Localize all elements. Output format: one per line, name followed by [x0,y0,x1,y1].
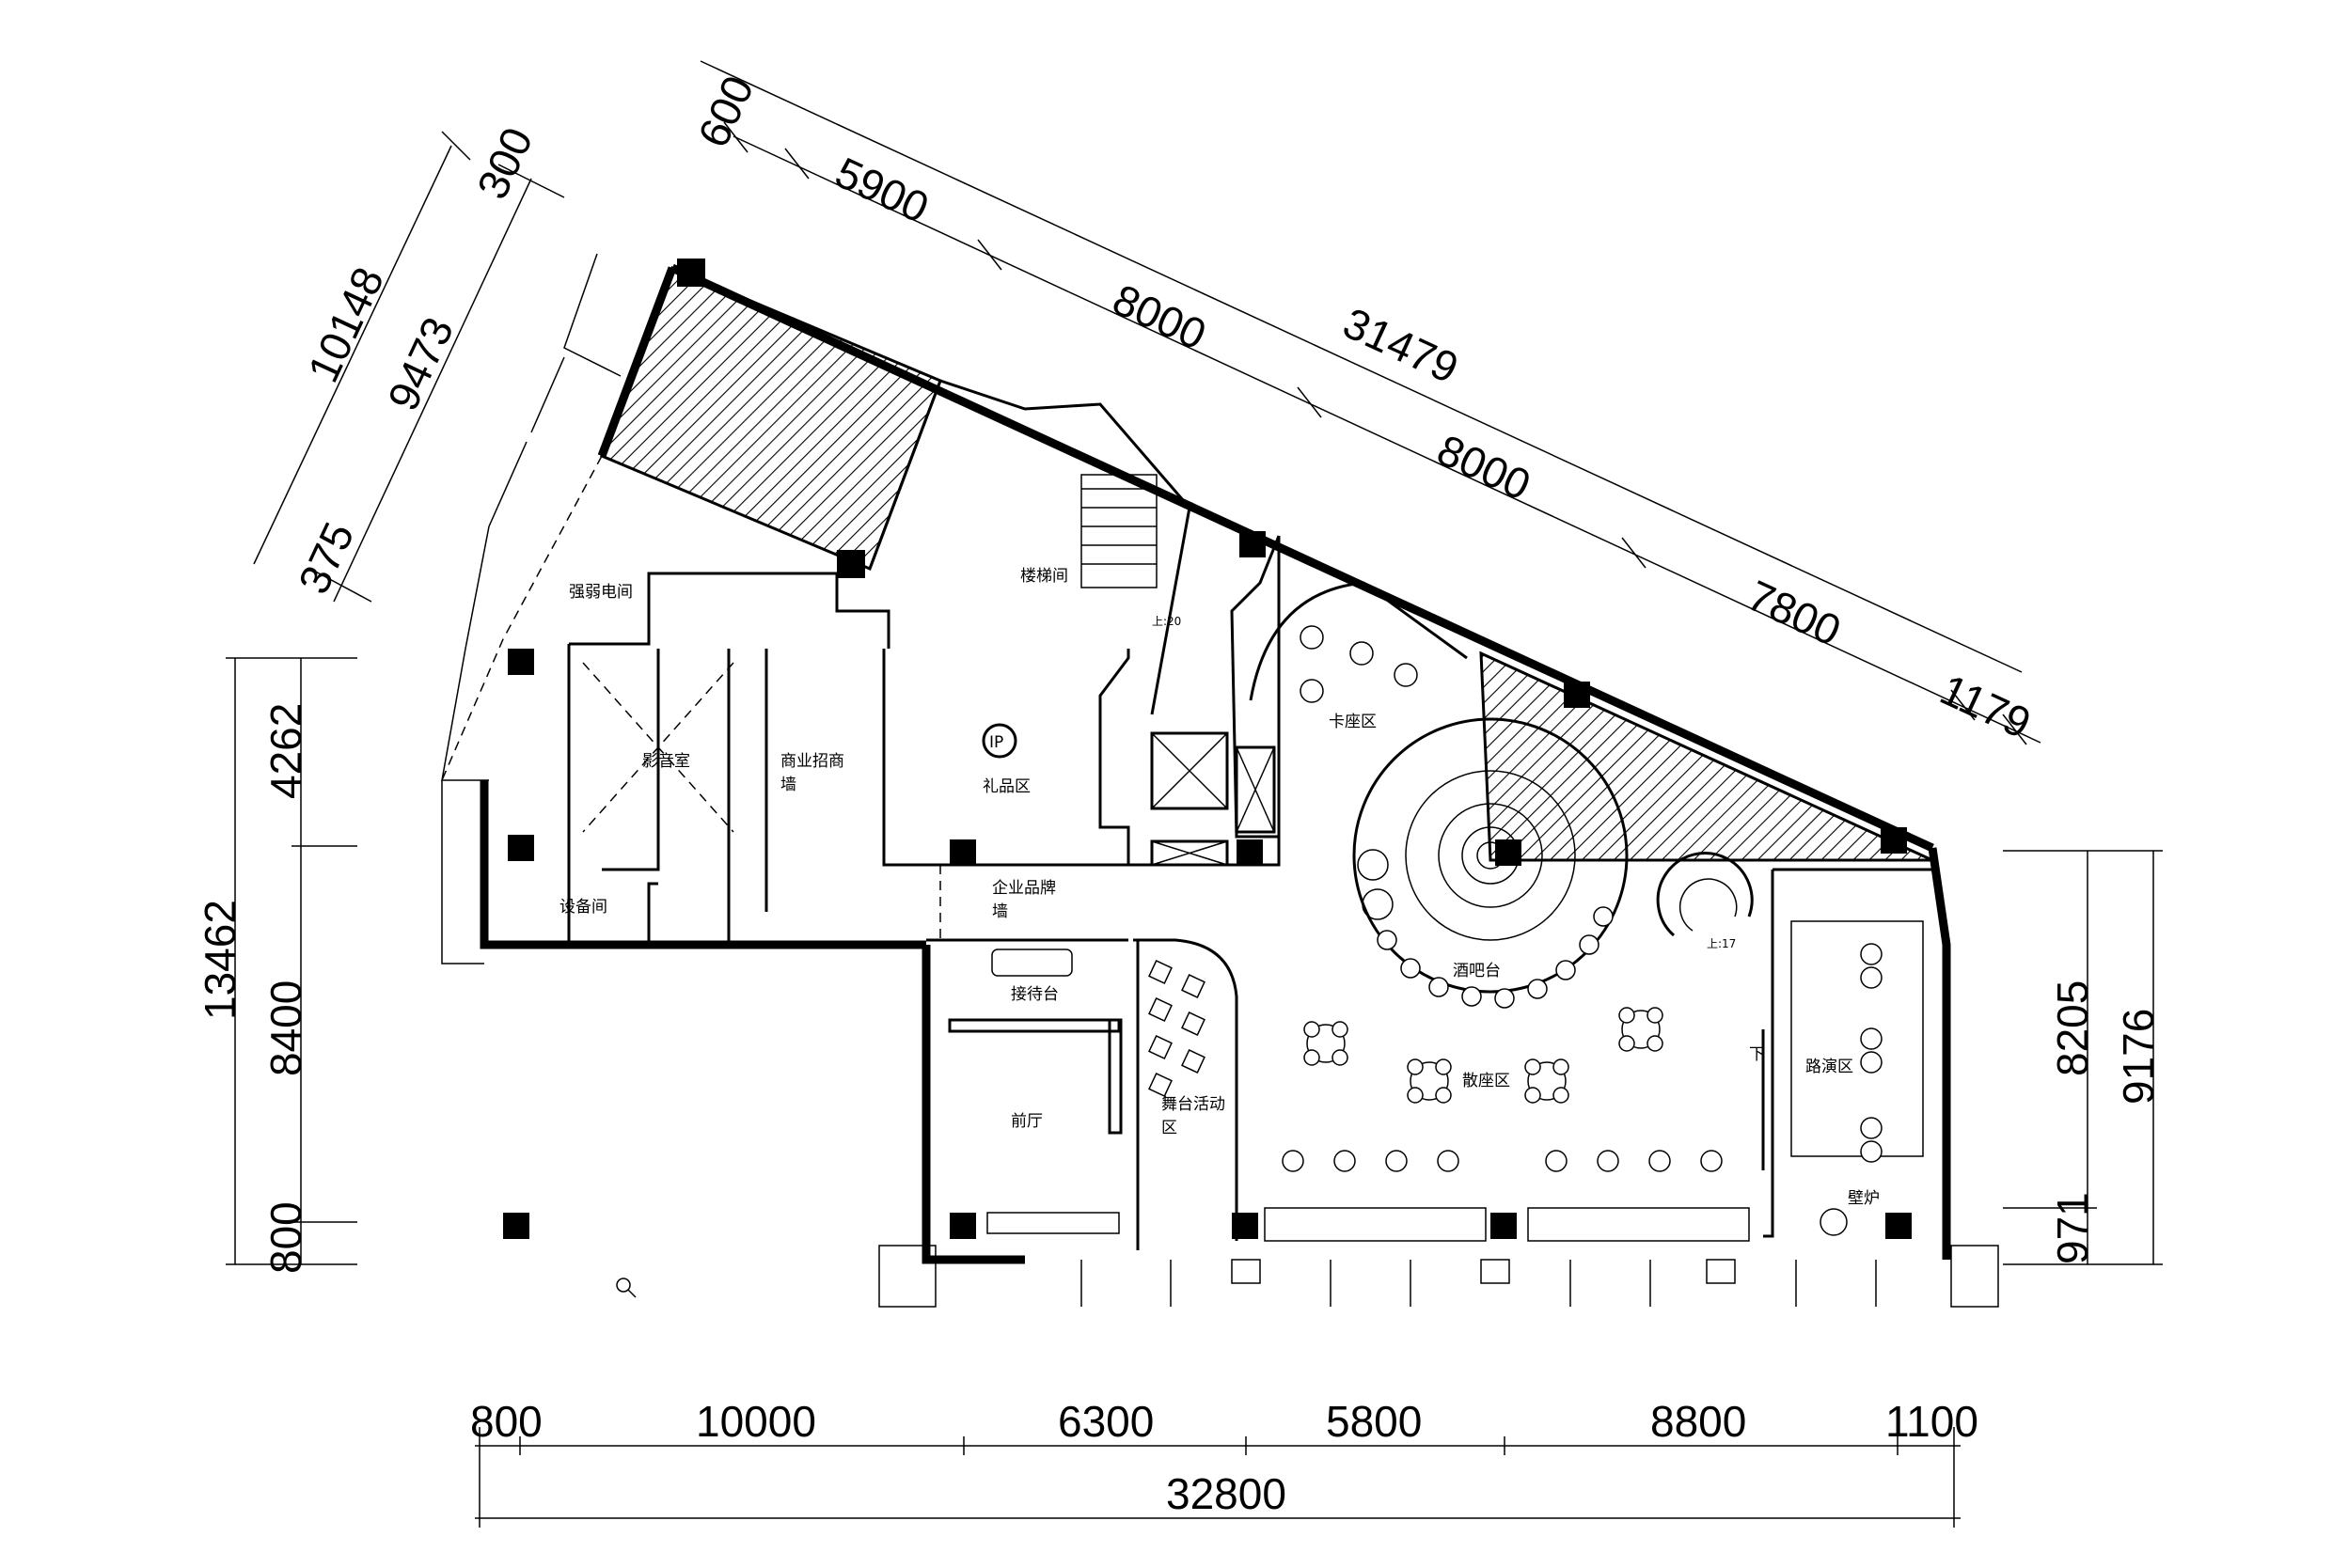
room-label-equipment: 设备间 [559,898,607,917]
room-label-bar: 酒吧台 [1453,962,1501,980]
dim-bottom-10000: 10000 [696,1397,816,1446]
dim-left-8400: 8400 [261,980,310,1076]
ip-marker [982,723,1017,759]
room-label-performance: 路演区 [1805,1058,1853,1076]
front-doors [878,1245,1999,1308]
dim-left-13462: 13462 [196,900,244,1020]
column [1885,1213,1912,1239]
dim-left-4262: 4262 [261,703,310,799]
column [1239,531,1266,557]
dim-bottom-800: 800 [470,1397,543,1446]
dim-top-31479: 31479 [1336,298,1466,393]
booth-seating [1249,581,1468,703]
stair-note-up-20: 上:20 [1152,615,1181,628]
column [1564,682,1590,708]
dim-left-9473: 9473 [378,309,463,417]
dim-bottom-6300: 6300 [1058,1397,1154,1446]
lounge-tables [1303,1007,1663,1104]
room-label-av: 影音室 [642,752,690,771]
column [503,1213,529,1239]
spiral-stair [1656,852,1754,937]
room-label-front-hall: 前厅 [1011,1112,1043,1131]
dim-top-8000-a: 8000 [1106,274,1214,359]
bench-row [1264,1150,1750,1242]
room-label-fireplace: 壁炉 [1848,1189,1880,1208]
ip-mark-label: IP [989,733,1003,752]
column [677,259,705,287]
dim-top-7800: 7800 [1741,571,1849,655]
bottom-dimension [475,1427,1961,1528]
dim-right-971: 971 [2048,1192,2097,1264]
stair-flight [1080,474,1158,588]
dim-left-300: 300 [467,120,543,207]
structural-columns [503,259,1912,1239]
hatched-core-right [1479,651,1933,862]
dim-top-8000-b: 8000 [1430,425,1538,510]
bar-stools [1377,906,1614,1009]
left-window-frames [441,253,622,964]
room-label-booth: 卡座区 [1329,713,1377,731]
room-label-lounge: 散座区 [1462,1072,1510,1090]
right-vertical-dimension [2003,850,2163,1265]
column [1495,839,1521,866]
dim-top-5900: 5900 [828,148,937,232]
dim-top-1179: 1179 [1933,665,2039,748]
column [508,649,534,675]
column [1881,827,1907,854]
room-label-reception: 接待台 [1011,985,1059,1004]
dim-left-10148: 10148 [298,259,393,389]
av-room-diagonals [582,662,734,833]
outer-walls [441,263,1951,1264]
elevator-shafts [1150,731,1276,867]
column [508,835,534,861]
top-diagonal-dimension [700,60,2041,745]
dim-right-8205: 8205 [2048,980,2097,1076]
dim-left-800: 800 [261,1201,310,1274]
stair-note-up-17: 上:17 [1707,937,1736,950]
room-label-brand: 企业品牌 [992,879,1056,898]
dim-bottom-5800: 5800 [1326,1397,1422,1446]
room-label-business: 商业招商 [780,752,844,771]
dim-left-375: 375 [289,515,364,602]
dim-bottom-8800: 8800 [1650,1397,1746,1446]
column [1490,1213,1517,1239]
dim-right-9176: 9176 [2114,1009,2163,1105]
column [837,550,865,578]
reception-desks [948,949,1123,1234]
stage-platforms [1133,938,1238,1241]
room-label-stage-2: 区 [1161,1119,1177,1137]
dim-bottom-32800: 32800 [1166,1469,1286,1518]
room-label-brand-2: 墙 [992,902,1008,921]
bar-counter-circle [1352,717,1629,994]
column [950,839,976,866]
room-label-business-2: 墙 [780,776,796,794]
performance-seating [1790,920,1924,1236]
left-vertical-dimension [226,657,357,1265]
room-label-down: 下 [1749,1045,1765,1064]
column [950,1213,976,1239]
dim-top-600: 600 [688,69,764,155]
room-label-gift: 礼品区 [983,777,1031,796]
magnifier-icon [616,1278,637,1298]
dim-bottom-1100: 1100 [1885,1397,1978,1446]
room-label-stage: 舞台活动 [1161,1095,1225,1114]
left-diagonal-dimension [253,131,565,603]
room-label-stairwell: 楼梯间 [1020,567,1068,586]
column [1237,839,1263,866]
room-label-electrical: 强弱电间 [569,583,633,602]
